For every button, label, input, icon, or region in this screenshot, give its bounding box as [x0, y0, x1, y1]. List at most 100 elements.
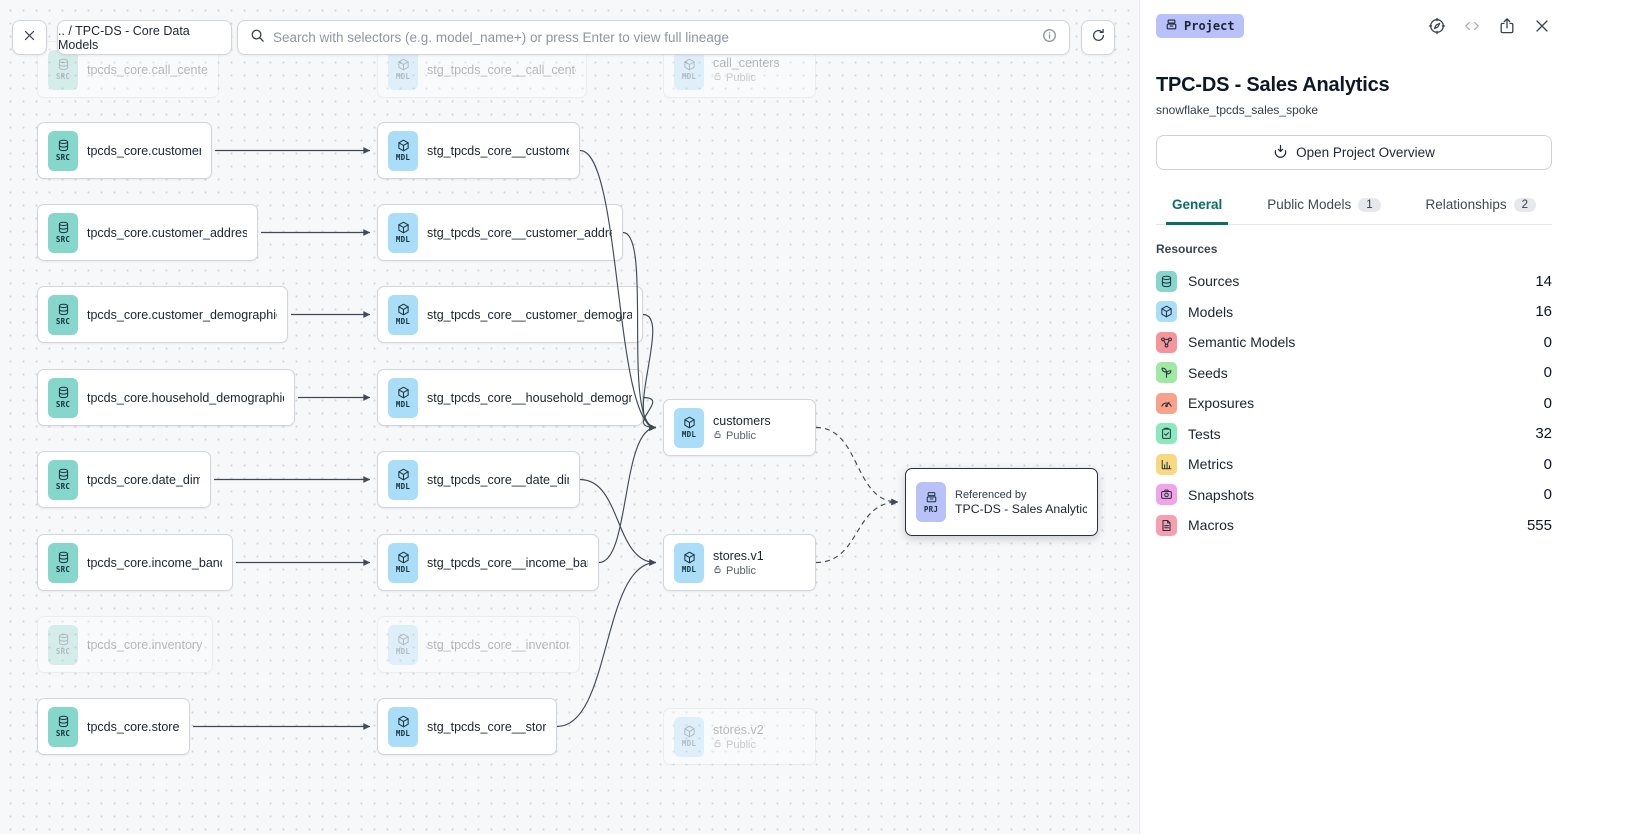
- mdl-node-icon: MDL: [388, 706, 418, 747]
- lock-open-icon: [713, 430, 722, 442]
- graph-node-stg_store[interactable]: MDL stg_tpcds_core__store: [377, 698, 557, 755]
- src-node-icon: SRC: [48, 542, 78, 583]
- resource-label: Macros: [1188, 517, 1234, 534]
- node-label: tpcds_core.customer_demographics: [87, 307, 277, 322]
- resource-label: Seeds: [1188, 364, 1228, 381]
- search-bar[interactable]: [237, 20, 1070, 55]
- node-text: tpcds_core.date_dim: [87, 473, 200, 487]
- breadcrumb[interactable]: .. / TPC-DS - Core Data Models: [57, 20, 232, 55]
- resource-count: 0: [1543, 455, 1552, 473]
- mdl-node-icon: MDL: [388, 459, 418, 500]
- node-label: tpcds_core.customer_address: [87, 225, 247, 240]
- resource-label: Metrics: [1188, 456, 1234, 473]
- resource-row-metrics[interactable]: Metrics 0: [1156, 449, 1552, 480]
- public-access-badge: Public: [713, 739, 764, 751]
- info-icon[interactable]: [1042, 28, 1057, 48]
- resource-count: 0: [1543, 394, 1552, 412]
- edge-pub_stores_v1--prj_sales: [815, 498, 899, 564]
- resource-count: 32: [1535, 425, 1552, 443]
- node-text: stg_tpcds_core__date_dim: [427, 473, 569, 487]
- open-project-overview-button[interactable]: Open Project Overview: [1156, 135, 1552, 170]
- node-text: stg_tpcds_core__customer: [427, 144, 569, 158]
- node-text: tpcds_core.income_band: [87, 556, 222, 570]
- src-node-icon: SRC: [48, 459, 78, 500]
- node-label: stg_tpcds_core__income_band: [427, 555, 588, 570]
- tab-general[interactable]: General: [1166, 190, 1229, 225]
- src-node-icon: SRC: [48, 49, 78, 90]
- code-icon[interactable]: [1462, 16, 1482, 36]
- mdl-node-icon: MDL: [388, 624, 418, 665]
- node-text: stg_tpcds_core__inventory: [427, 638, 569, 652]
- project-schema-name: snowflake_tpcds_sales_spoke: [1156, 103, 1319, 117]
- resource-count: 0: [1543, 333, 1552, 351]
- src-node-icon: SRC: [48, 624, 78, 665]
- resource-label: Exposures: [1188, 395, 1255, 412]
- resource-count: 16: [1535, 303, 1552, 321]
- node-label: stg_tpcds_core__store: [427, 719, 546, 734]
- overview-icon: [1273, 144, 1288, 162]
- panel-actions: [1427, 16, 1552, 36]
- tab-label: General: [1172, 197, 1223, 212]
- graph-node-stg_inventory[interactable]: MDL stg_tpcds_core__inventory: [377, 616, 580, 673]
- node-label: call_centers: [713, 55, 780, 70]
- close-lineage-button[interactable]: [12, 20, 47, 55]
- search-input[interactable]: [273, 30, 1034, 45]
- graph-node-src_date_dim[interactable]: SRC tpcds_core.date_dim: [37, 451, 211, 508]
- details-panel: Project TPC-DS - Sales Analytics snowfla…: [1139, 0, 1648, 834]
- overview-button-label: Open Project Overview: [1296, 145, 1435, 160]
- resource-count: 14: [1535, 272, 1552, 290]
- close-panel-icon[interactable]: [1532, 16, 1552, 36]
- edge-stg_household_demographics--pub_customers: [642, 396, 657, 431]
- semantic-model-icon: [1156, 331, 1177, 353]
- lock-open-icon: [713, 565, 722, 577]
- resources-heading: Resources: [1156, 242, 1218, 256]
- node-text: tpcds_core.store: [87, 720, 179, 734]
- graph-node-src_store[interactable]: SRC tpcds_core.store: [37, 698, 190, 755]
- mdl-node-icon: MDL: [674, 716, 704, 757]
- search-icon: [250, 28, 265, 48]
- mdl-node-icon: MDL: [674, 49, 704, 90]
- resource-row-exposures[interactable]: Exposures 0: [1156, 388, 1552, 419]
- graph-node-stg_date_dim[interactable]: MDL stg_tpcds_core__date_dim: [377, 451, 580, 508]
- close-icon: [23, 29, 36, 47]
- mdl-node-icon: MDL: [674, 407, 704, 448]
- public-access-badge: Public: [713, 72, 780, 84]
- share-icon[interactable]: [1497, 16, 1517, 36]
- metric-icon: [1156, 453, 1177, 475]
- lens-compass-icon[interactable]: [1427, 16, 1447, 36]
- node-text: stg_tpcds_core__customer_demogra…: [427, 308, 632, 322]
- graph-node-src_income_band[interactable]: SRC tpcds_core.income_band: [37, 534, 233, 591]
- exposure-icon: [1156, 392, 1177, 414]
- refresh-lineage-button[interactable]: [1081, 20, 1115, 55]
- refresh-icon: [1091, 28, 1106, 48]
- src-node-icon: SRC: [48, 706, 78, 747]
- node-label: stg_tpcds_core__household_demogr…: [427, 390, 632, 405]
- resource-label: Snapshots: [1188, 486, 1255, 503]
